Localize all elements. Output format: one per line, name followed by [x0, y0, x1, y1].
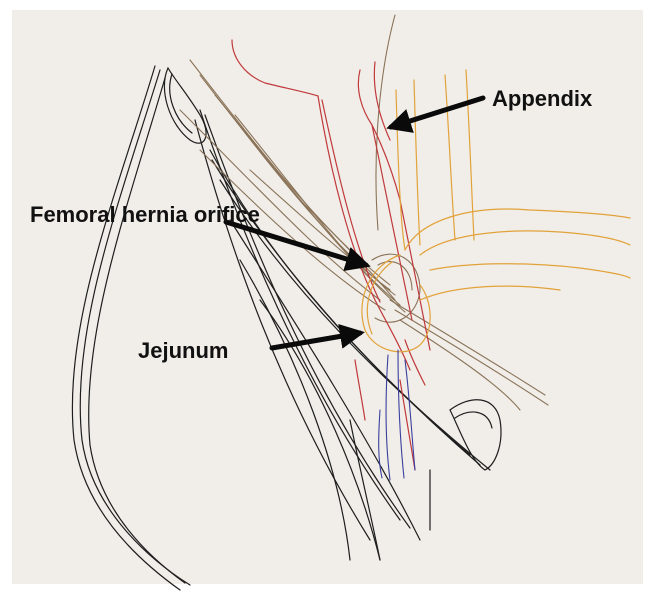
- label-jejunum: Jejunum: [138, 338, 228, 363]
- label-appendix: Appendix: [492, 86, 593, 111]
- label-femoral-hernia-orifice: Femoral hernia orifice: [30, 202, 260, 227]
